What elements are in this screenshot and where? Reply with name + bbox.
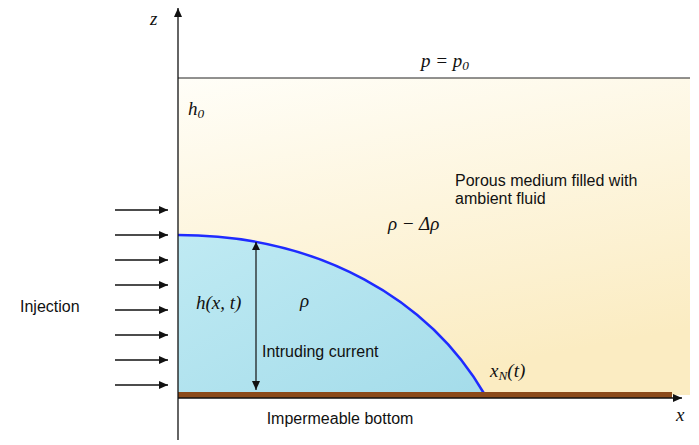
injection-arrow: [115, 334, 168, 336]
impermeable-bottom: [178, 392, 672, 398]
axis-label: x: [676, 404, 684, 426]
front-label: xN(t): [490, 360, 525, 384]
x-axis: [178, 397, 682, 398]
density-label: ρ − Δρ: [388, 213, 439, 235]
free-surface: [178, 78, 690, 79]
injection-label: Injection: [20, 298, 80, 316]
axis-label: z: [150, 8, 157, 30]
injection-arrow: [115, 359, 168, 361]
injection-arrow: [115, 309, 168, 311]
intruding-current: [178, 235, 485, 395]
injection-arrows: [115, 210, 168, 385]
injection-arrow: [115, 384, 168, 386]
injection-arrow: [115, 234, 168, 236]
injection-arrow: [115, 209, 168, 211]
density-label: ρ: [300, 290, 309, 312]
interface-curve: [178, 235, 485, 395]
porous-medium: [178, 78, 690, 395]
injection-arrow: [115, 284, 168, 286]
pressure-label: p = p0: [421, 50, 469, 74]
height-arrow: [255, 242, 256, 390]
z-axis: [177, 8, 178, 440]
bottom-label: Impermeable bottom: [267, 410, 414, 428]
height-label: h(x, t): [196, 292, 241, 314]
depth-label: h0: [188, 98, 204, 122]
injection-arrow: [115, 259, 168, 261]
current-label: Intruding current: [262, 343, 379, 361]
medium-label: Porous medium filled with ambient fluid: [455, 172, 655, 209]
